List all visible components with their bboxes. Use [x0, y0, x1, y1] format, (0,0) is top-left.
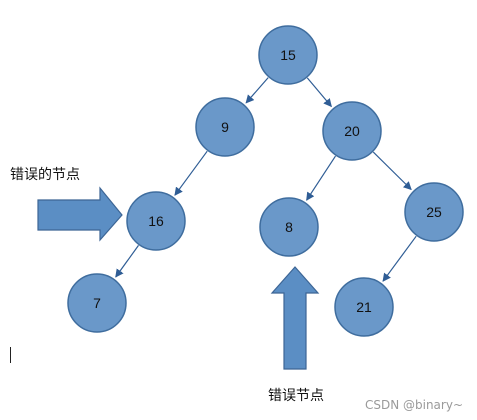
node-circle — [334, 277, 394, 337]
node-value: 20 — [344, 123, 360, 139]
watermark: CSDN @binary~ — [364, 398, 463, 412]
wrong-node-label-bottom: 错误节点 — [268, 388, 324, 404]
edge-n9-n16 — [174, 150, 208, 196]
node-circle — [259, 197, 319, 257]
edge-n20-n25 — [372, 151, 412, 191]
up-block-arrow — [270, 266, 320, 370]
node-circle — [195, 97, 255, 157]
node-value: 25 — [426, 204, 442, 220]
node-value: 7 — [93, 295, 101, 311]
tree-node-16: 16 — [126, 191, 186, 251]
text-cursor — [10, 347, 11, 363]
edge-n16-n7 — [115, 245, 139, 278]
tree-node-7: 7 — [67, 273, 127, 333]
edge-n15-n9 — [245, 77, 269, 104]
node-value: 9 — [221, 119, 229, 135]
nodes-layer: 15 9 20 16 8 25 7 21 — [67, 25, 464, 337]
node-circle — [67, 273, 127, 333]
tree-node-25: 25 — [404, 182, 464, 242]
node-circle — [322, 101, 382, 161]
right-block-arrow — [37, 186, 123, 242]
node-circle — [126, 191, 186, 251]
edge-n15-n20 — [306, 77, 332, 108]
tree-node-21: 21 — [334, 277, 394, 337]
node-value: 8 — [285, 219, 293, 235]
node-value: 15 — [280, 47, 296, 63]
node-value: 16 — [148, 213, 164, 229]
node-value: 21 — [356, 299, 372, 315]
edge-n20-n8 — [306, 155, 337, 201]
edge-n25-n21 — [382, 235, 417, 282]
tree-node-20: 20 — [322, 101, 382, 161]
node-circle — [258, 25, 318, 85]
tree-node-8: 8 — [259, 197, 319, 257]
tree-node-9: 9 — [195, 97, 255, 157]
tree-node-15: 15 — [258, 25, 318, 85]
edges-layer — [115, 77, 417, 282]
wrong-node-label-left: 错误的节点 — [10, 167, 80, 183]
node-circle — [404, 182, 464, 242]
